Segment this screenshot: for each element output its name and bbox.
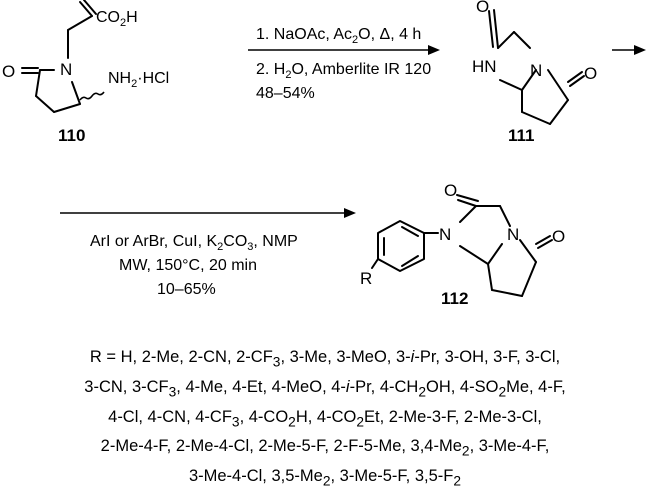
compound-label-112: 112 (441, 289, 468, 308)
reaction-arrow-1-head (428, 45, 440, 55)
reaction-scheme: O N CO2H NH2·HCl 110 1. NaOAc, Ac2O, Δ, … (2, 0, 646, 308)
step2-condition-2: MW, 150°C, 20 min (119, 257, 257, 274)
step1-condition-2: 2. H2O, Amberlite IR 120 (256, 61, 431, 81)
compound-label-110: 110 (58, 126, 85, 145)
step2-condition-3: 10–65% (157, 281, 216, 298)
substituent-line-1: R = H, 2-Me, 2-CN, 2-CF3, 3-Me, 3-MeO, 3… (89, 348, 561, 370)
substituent-line-5: 3-Me-4-Cl, 3,5-Me2, 3-Me-5-F, 3,5-F2 (188, 467, 462, 489)
step2-condition-1: ArI or ArBr, CuI, K2CO3, NMP (90, 233, 298, 253)
hn-atom-111: HN (472, 57, 497, 76)
n-atom-112-aryl: N (439, 225, 451, 244)
reaction-arrow-2-head (344, 208, 356, 218)
co2h-label: CO2H (96, 9, 138, 29)
o-atom-112-right: O (552, 227, 565, 246)
o-atom-112-top: O (444, 181, 457, 200)
o-atom-110: O (2, 62, 15, 81)
n-atom-110: N (60, 60, 72, 79)
n-atom-112-ring: N (507, 225, 519, 244)
o-atom-111-right: O (584, 64, 597, 83)
compound-111-structure (488, 9, 585, 125)
compound-112-structure (371, 194, 553, 297)
substituent-line-2: 3-CN, 3-CF3, 4-Me, 4-Et, 4-MeO, 4-i-Pr, … (84, 377, 566, 400)
substituent-list: R = H, 2-Me, 2-CN, 2-CF3, 3-Me, 3-MeO, 3… (0, 345, 650, 494)
continuation-arrow-head (634, 45, 646, 55)
amine-hcl-label: NH2·HCl (108, 70, 169, 90)
substituent-line-3: 4-Cl, 4-CN, 4-CF3, 4-CO2H, 4-CO2Et, 2-Me… (108, 407, 542, 429)
r-group-label: R (360, 269, 372, 288)
step1-condition-3: 48–54% (256, 85, 315, 102)
step1-condition-1: 1. NaOAc, Ac2O, Δ, 4 h (256, 26, 421, 46)
n-atom-111: N (530, 61, 542, 80)
compound-110-structure (21, 0, 105, 113)
compound-label-111: 111 (508, 126, 535, 145)
o-atom-111-top: O (476, 0, 489, 16)
substituent-line-4: 2-Me-4-F, 2-Me-4-Cl, 2-Me-5-F, 2-F-5-Me,… (100, 437, 550, 459)
